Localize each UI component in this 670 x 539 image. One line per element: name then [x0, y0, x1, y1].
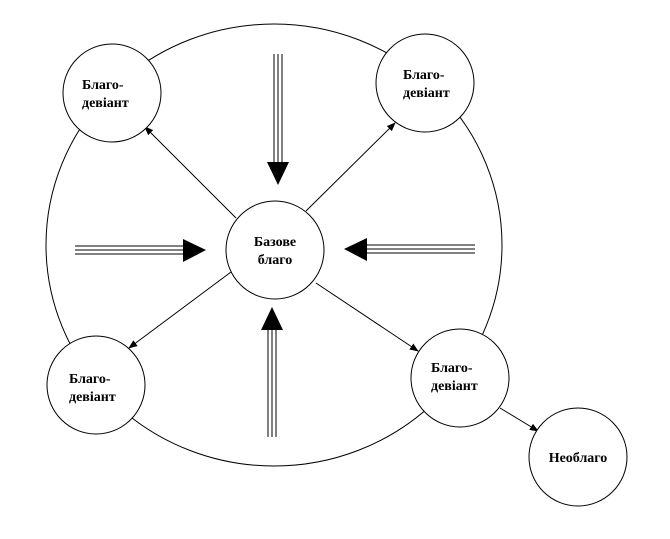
node-deviant-top-left: Благо- девіант [62, 43, 162, 143]
outer-ring [45, 23, 503, 467]
node-deviant-label-2: девіант [69, 390, 116, 405]
node-deviant-label-1: Благо- [69, 372, 111, 387]
arrow-center-to-top-right [305, 122, 396, 212]
triple-arrow-right [344, 238, 475, 261]
node-base-good-label-2: благо [258, 253, 293, 268]
node-deviant-label-2: девіант [431, 379, 478, 394]
node-deviant-bottom-left: Благо- девіант [46, 335, 146, 435]
node-deviant-label-1: Благо- [82, 78, 124, 93]
triple-arrow-top [267, 54, 289, 185]
node-deviant-label-2: девіант [403, 86, 450, 101]
node-deviant-label-2: девіант [82, 96, 129, 111]
arrow-deviant-to-non-good [499, 407, 539, 432]
triple-arrow-left [75, 239, 206, 262]
node-deviant-label-1: Благо- [403, 68, 445, 83]
arrow-center-to-bottom-left [128, 271, 232, 349]
arrow-center-to-top-left [144, 126, 237, 219]
node-deviant-top-right: Благо- девіант [375, 33, 475, 133]
node-deviant-bottom-right: Благо- девіант [410, 328, 510, 428]
node-non-good-label: Необлаго [549, 451, 608, 466]
node-non-good: Необлаго [528, 407, 628, 507]
node-base-good: Базове благо [225, 200, 325, 300]
node-deviant-label-1: Благо- [431, 361, 473, 376]
triple-arrow-bottom [261, 307, 283, 437]
node-base-good-label-1: Базове [254, 235, 296, 250]
arrow-center-to-bottom-right [315, 282, 419, 352]
